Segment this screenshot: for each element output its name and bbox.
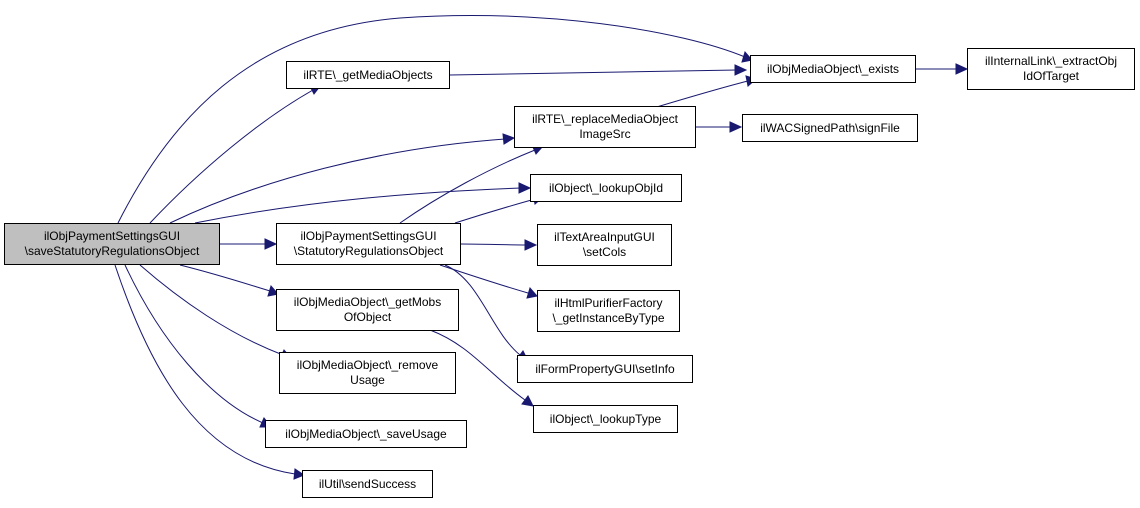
node-wac-signed-path-sign-file[interactable]: ilWACSignedPath\signFile: [742, 114, 918, 142]
edge-getmobs-to-lookup-type: [429, 329, 534, 407]
node-label-line2: ImageSrc: [579, 127, 631, 141]
node-label-line1: ilFormPropertyGUI\setInfo: [535, 361, 675, 376]
node-save-statutory-regulations-object[interactable]: ilObjPaymentSettingsGUI \saveStatutoryRe…: [4, 223, 220, 265]
node-util-send-success[interactable]: ilUtil\sendSuccess: [302, 470, 433, 498]
node-label-line2: OfObject: [343, 310, 392, 324]
node-label-line2: \_getInstanceByType: [552, 311, 665, 325]
node-rte-get-media-objects[interactable]: ilRTE\_getMediaObjects: [286, 61, 450, 89]
node-label-line2: \saveStatutoryRegulationsObject: [24, 244, 200, 258]
node-label-line1: ilObject\_lookupType: [549, 411, 662, 426]
node-label-line1: ilRTE\_replaceMediaObject: [532, 112, 678, 126]
edge-root-to-rte-get: [149, 84, 323, 224]
edge-rte-get-to-exists: [449, 64, 748, 76]
node-object-lookup-type[interactable]: ilObject\_lookupType: [533, 405, 678, 433]
edge-root-to-rte-replace: [169, 133, 516, 224]
node-form-property-set-info[interactable]: ilFormPropertyGUI\setInfo: [517, 355, 693, 383]
node-label-line1: ilObjMediaObject\_saveUsage: [285, 426, 447, 441]
node-label-line1: ilObjPaymentSettingsGUI: [300, 229, 437, 243]
node-media-object-get-mobs-of-object[interactable]: ilObjMediaObject\_getMobs OfObject: [276, 289, 459, 331]
edge-statutory-to-purifier: [439, 264, 538, 299]
edge-rte-replace-to-sign: [696, 121, 743, 133]
node-internal-link-extract-obj-id-of-target[interactable]: ilInternalLink\_extractObj IdOfTarget: [967, 48, 1135, 90]
edge-statutory-to-setcols: [460, 239, 538, 251]
edge-root-to-getmobs: [179, 264, 279, 297]
node-label-line2: IdOfTarget: [1022, 69, 1080, 83]
node-label-line1: ilObjMediaObject\_exists: [766, 61, 900, 76]
node-label-line1: ilHtmlPurifierFactory: [554, 296, 663, 310]
edge-rte-replace-to-exists: [649, 75, 758, 110]
node-media-object-remove-usage[interactable]: ilObjMediaObject\_remove Usage: [279, 352, 456, 394]
node-object-lookup-obj-id[interactable]: ilObject\_lookupObjId: [530, 174, 682, 202]
edge-exists-to-extract: [916, 63, 969, 75]
node-label-line1: ilUtil\sendSuccess: [318, 476, 417, 491]
edge-root-to-exists: [117, 15, 753, 224]
node-statutory-regulations-object[interactable]: ilObjPaymentSettingsGUI \StatutoryRegula…: [276, 223, 461, 265]
node-label-line1: ilObjPaymentSettingsGUI: [43, 229, 181, 243]
node-label-line1: ilInternalLink\_extractObj: [984, 54, 1118, 68]
edge-root-to-success: [114, 264, 306, 480]
node-media-object-save-usage[interactable]: ilObjMediaObject\_saveUsage: [265, 420, 467, 448]
edge-root-to-lookup-id: [194, 182, 532, 224]
edge-root-to-save: [124, 264, 273, 428]
node-label-line1: ilObjMediaObject\_remove: [296, 358, 439, 372]
node-label-line2: \StatutoryRegulationsObject: [293, 244, 444, 258]
node-media-object-exists[interactable]: ilObjMediaObject\_exists: [750, 55, 916, 83]
node-html-purifier-factory-get-instance-by-type[interactable]: ilHtmlPurifierFactory \_getInstanceByTyp…: [537, 290, 680, 332]
node-label-line2: Usage: [350, 373, 385, 387]
node-label-line2: \setCols: [582, 245, 627, 259]
node-label-line1: ilObjMediaObject\_getMobs: [293, 295, 442, 309]
edge-root-to-statutory: [220, 238, 278, 250]
node-text-area-input-set-cols[interactable]: ilTextAreaInputGUI \setCols: [537, 224, 672, 266]
node-label-line1: ilTextAreaInputGUI: [554, 230, 655, 244]
node-label-line1: ilRTE\_getMediaObjects: [303, 67, 433, 82]
node-rte-replace-media-object-image-src[interactable]: ilRTE\_replaceMediaObject ImageSrc: [514, 106, 696, 148]
edge-root-to-remove: [139, 264, 293, 360]
node-label-line1: ilWACSignedPath\signFile: [760, 120, 900, 135]
node-label-line1: ilObject\_lookupObjId: [548, 180, 664, 195]
